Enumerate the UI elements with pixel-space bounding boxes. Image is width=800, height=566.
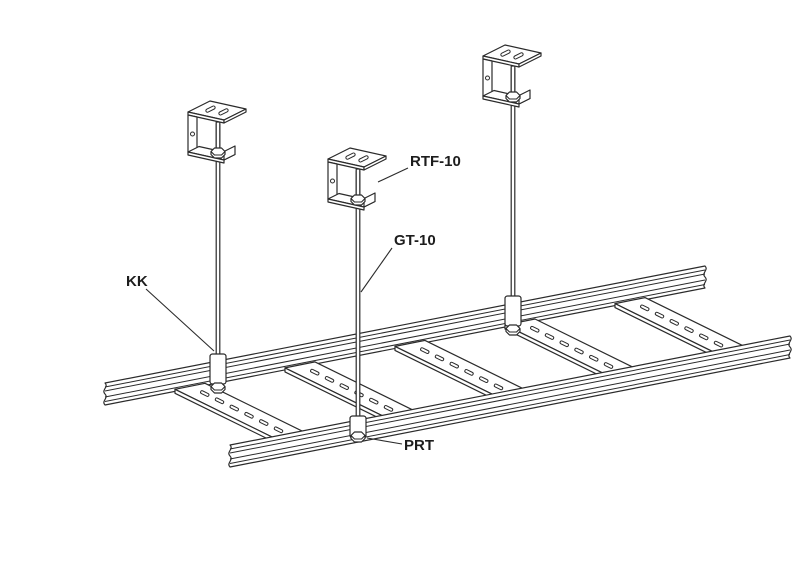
label-prt: PRT (404, 437, 434, 454)
ceiling-bracket-left (188, 101, 246, 163)
rail-clamp-right (504, 295, 522, 327)
label-rtf10: RTF-10 (410, 153, 461, 170)
leader-line-kk (145, 288, 215, 352)
part-labels: RTF-10 GT-10 KK PRT (126, 153, 461, 454)
leader-line-prt (366, 437, 403, 445)
cable-ladder-far-rail (103, 265, 707, 406)
label-kk: KK (126, 273, 148, 290)
cable-ladder-near-rail (228, 335, 792, 468)
rail-clamp-left (209, 353, 227, 385)
leader-line-gt10 (360, 247, 393, 293)
clamp-nut-prt (350, 431, 366, 443)
clamp-nut-right (505, 324, 521, 336)
clamp-nut-left (210, 382, 226, 394)
leader-line-rtf10 (377, 167, 409, 183)
ceiling-brackets (188, 45, 541, 210)
ceiling-bracket-middle (328, 148, 386, 210)
rail-clamps (209, 295, 522, 443)
leader-lines (145, 167, 409, 445)
ceiling-bracket-right (483, 45, 541, 107)
label-gt10: GT-10 (394, 232, 436, 249)
